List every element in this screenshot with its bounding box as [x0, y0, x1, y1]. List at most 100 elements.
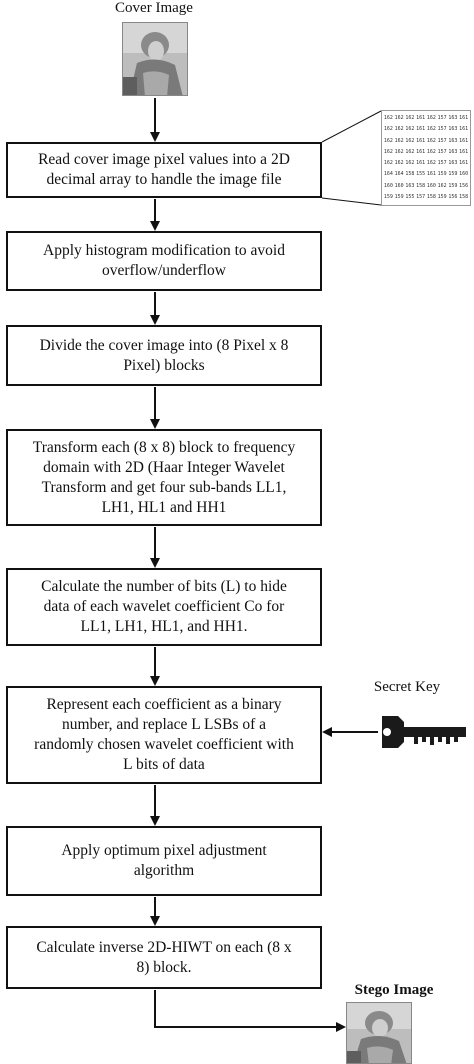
pixel-value-cell: 160 [394, 182, 404, 189]
pixel-value-cell: 163 [448, 115, 458, 121]
pixel-value-cell: 159 [437, 171, 447, 178]
pixel-value-cell: 155 [416, 171, 426, 178]
step-text-line: LH1, HL1 and HH1 [101, 498, 227, 516]
callout-line-top [321, 110, 382, 143]
pixel-value-cell: 162 [394, 115, 404, 121]
pixel-value-cell: 162 [437, 182, 447, 189]
pixel-value-cell: 162 [383, 115, 393, 121]
pixel-value-cell: 160 [383, 182, 393, 189]
step-text-line: Read cover image pixel values into a 2D [38, 151, 290, 168]
step-text-line: Represent each coefficient as a binary [46, 696, 282, 713]
step-text-line: 8) block. [136, 958, 192, 976]
pixel-value-cell: 163 [448, 126, 458, 133]
pixel-value-cell: 156 [459, 182, 469, 189]
pixel-value-cell: 159 [383, 193, 393, 200]
step-text-line: decimal array to handle the image file [46, 171, 282, 188]
step-text-line: data of each wavelet coefficient Co for [43, 598, 285, 615]
pixel-value-cell: 162 [394, 137, 404, 144]
pixel-value-cell: 162 [405, 148, 415, 155]
pixel-value-cell: 157 [437, 137, 447, 144]
pixel-value-cell: 158 [405, 171, 415, 178]
pixel-value-cell: 159 [394, 193, 404, 200]
pixel-value-cell: 162 [426, 115, 436, 121]
step-text-line: Calculate inverse 2D-HIWT on each (8 x [36, 938, 292, 956]
pixel-value-cell: 162 [383, 148, 393, 155]
step-text-line: Divide the cover image into (8 Pixel x 8 [39, 336, 289, 354]
pixel-value-cell: 161 [416, 126, 426, 133]
stego-image-label: Stego Image [354, 982, 434, 998]
pixel-value-cell: 162 [405, 160, 415, 166]
pixel-value-cell: 163 [448, 160, 458, 166]
pixel-value-cell: 162 [405, 126, 415, 133]
secret-key-label: Secret Key [373, 679, 441, 695]
step-text-line: Pixel) blocks [123, 356, 205, 374]
pixel-value-cell: 161 [459, 126, 469, 133]
step-inverse-transform: Calculate inverse 2D-HIWT on each (8 x 8)… [6, 926, 322, 989]
pixel-value-cell: 160 [426, 182, 436, 189]
pixel-value-cell: 163 [448, 148, 458, 155]
pixel-value-cell: 162 [405, 137, 415, 144]
step-read-pixels: Read cover image pixel values into a 2D d… [6, 142, 322, 198]
step-text-line: Apply optimum pixel adjustment [61, 842, 267, 859]
pixel-value-cell: 162 [383, 137, 393, 144]
pixel-value-cell: 162 [394, 148, 404, 155]
pixel-value-cell: 159 [448, 171, 458, 178]
pixel-value-cell: 155 [405, 193, 415, 200]
step-text-line: Transform and get four sub-bands LL1, [41, 478, 287, 496]
pixel-value-cell: 162 [383, 160, 393, 166]
pixel-value-cell: 159 [437, 193, 447, 200]
pixel-value-cell: 162 [394, 126, 404, 133]
step-text-line: Apply histogram modification to avoid [43, 242, 285, 259]
pixel-value-cell: 157 [437, 126, 447, 133]
pixel-value-cell: 161 [459, 160, 469, 166]
step-replace-lsbs: Represent each coefficient as a binary nu… [6, 686, 322, 784]
pixel-value-cell: 163 [405, 182, 415, 189]
pixel-value-cell: 157 [437, 148, 447, 155]
step-text-line: Calculate the number of bits (L) to hide [41, 578, 287, 595]
callout-line-bottom [321, 197, 382, 206]
step-pixel-adjustment: Apply optimum pixel adjustment algorithm [6, 826, 322, 896]
step-text-line: number, and replace L LSBs of a [61, 716, 267, 733]
cover-image-label: Cover Image [115, 0, 193, 16]
step-text-line: domain with 2D (Haar Integer Wavelet [43, 458, 285, 476]
pixel-value-cell: 161 [416, 160, 426, 166]
pixel-value-cell: 156 [448, 193, 458, 200]
pixel-value-cell: 162 [383, 126, 393, 133]
step-text-line: overflow/underflow [102, 262, 226, 279]
arrow-inverse-to-stego [154, 990, 346, 1032]
pixel-value-cell: 162 [405, 115, 415, 121]
pixel-value-cell: 160 [459, 171, 469, 178]
pixel-value-cell: 158 [459, 193, 469, 200]
step-histogram-modification: Apply histogram modification to avoid ove… [6, 231, 322, 291]
pixel-value-cell: 161 [459, 137, 469, 144]
pixel-value-cell: 161 [459, 148, 469, 155]
pixel-value-cell: 161 [459, 115, 469, 121]
pixel-value-cell: 158 [416, 182, 426, 189]
pixel-value-cell: 159 [448, 182, 458, 189]
stego-image-photo [346, 1002, 412, 1064]
step-text-line: LL1, LH1, HL1, and HH1. [80, 618, 248, 635]
step-haar-transform: Transform each (8 x 8) block to frequenc… [6, 429, 322, 526]
pixel-value-cell: 162 [426, 160, 436, 166]
pixel-value-cell: 164 [394, 171, 404, 178]
pixel-value-cell: 157 [437, 115, 447, 121]
step-text-line: algorithm [133, 862, 195, 879]
key-icon [382, 716, 466, 748]
pixel-value-cell: 162 [426, 137, 436, 144]
pixel-value-cell: 162 [394, 160, 404, 166]
pixel-value-cell: 164 [383, 171, 393, 178]
cover-image-photo [122, 22, 188, 96]
step-text-line: L bits of data [123, 756, 205, 773]
step-divide-blocks: Divide the cover image into (8 Pixel x 8… [6, 325, 322, 386]
pixel-value-cell: 163 [448, 137, 458, 144]
pixel-value-cell: 157 [437, 160, 447, 166]
step-text-line: Transform each (8 x 8) block to frequenc… [32, 438, 296, 456]
step-text-line: randomly chosen wavelet coefficient with [34, 736, 294, 753]
pixel-value-cell: 161 [426, 171, 436, 178]
step-calculate-bits: Calculate the number of bits (L) to hide… [6, 568, 322, 646]
pixel-value-cell: 161 [416, 148, 426, 155]
pixel-value-cell: 157 [416, 193, 426, 200]
pixel-value-cell: 162 [426, 126, 436, 133]
